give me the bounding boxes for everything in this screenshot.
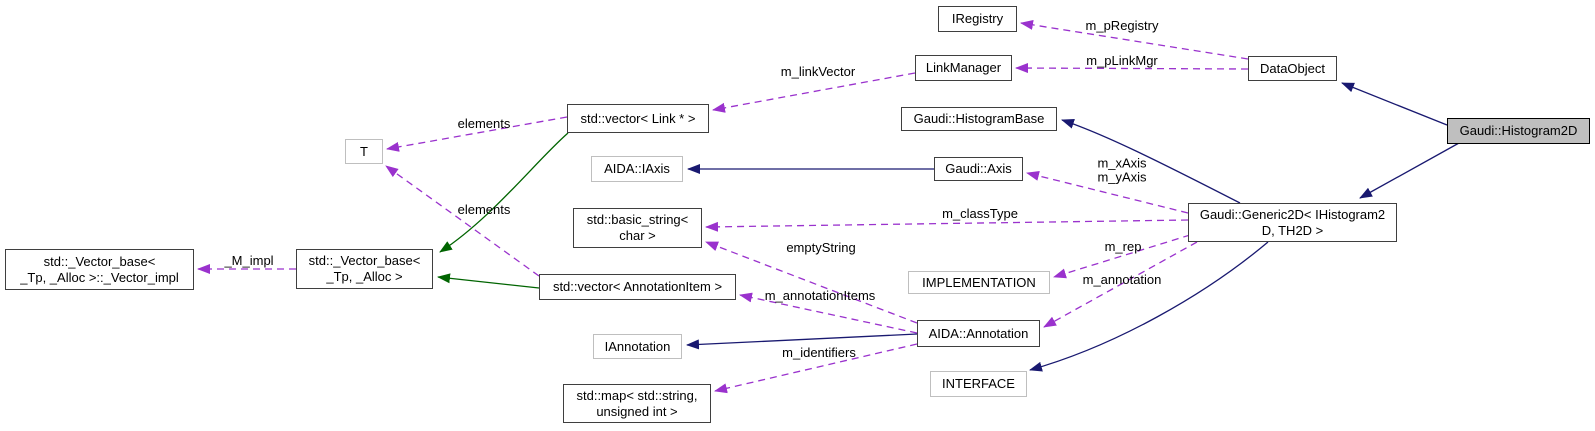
node-t[interactable]: T (345, 139, 383, 164)
node-linkmanager[interactable]: LinkManager (915, 55, 1012, 81)
edge-annotation-basicstring (705, 241, 918, 324)
node-dataobject[interactable]: DataObject (1248, 56, 1337, 81)
node-aida-iaxis[interactable]: AIDA::IAxis (591, 156, 683, 182)
edge-generic2d-implementation (1053, 234, 1191, 279)
edge-generic2d-basicstring (705, 219, 1189, 232)
edge-dataobject-linkmanager (1015, 63, 1249, 74)
node-implementation[interactable]: IMPLEMENTATION (908, 271, 1050, 294)
node-aida-annotation[interactable]: AIDA::Annotation (917, 320, 1040, 347)
edge-vectorannotation-vectorbase (437, 273, 540, 289)
node-gaudi-axis[interactable]: Gaudi::Axis (934, 157, 1023, 181)
node-interface[interactable]: INTERFACE (930, 371, 1027, 397)
edge-vectorlink-t (386, 116, 568, 152)
edge-annotation-stdmap (714, 343, 918, 394)
edge-annotation-iannotation (686, 333, 918, 350)
node-gaudi-generic2d[interactable]: Gaudi::Generic2D< IHistogram2 D, TH2D > (1188, 203, 1397, 242)
node-gaudi-histogrambase[interactable]: Gaudi::HistogramBase (901, 107, 1057, 131)
edge-annotation-vectorannotation (739, 292, 918, 334)
node-iannotation[interactable]: IAnnotation (593, 334, 682, 359)
node-std-basic-string[interactable]: std::basic_string< char > (573, 208, 702, 248)
node-std-vector-annotationitem[interactable]: std::vector< AnnotationItem > (539, 274, 736, 300)
edge-generic2d-interface (1029, 241, 1269, 372)
edge-generic2d-gaudiaxis (1026, 171, 1189, 214)
node-std-map[interactable]: std::map< std::string, unsigned int > (563, 384, 711, 423)
edge-vectorannotation-t (385, 165, 540, 277)
node-iregistry[interactable]: IRegistry (938, 6, 1017, 32)
edge-linkmanager-vectorlink (712, 72, 916, 113)
edge-histogram2d-dataobject (1341, 82, 1448, 126)
node-std-vector-base[interactable]: std::_Vector_base< _Tp, _Alloc > (296, 249, 433, 289)
edge-generic2d-annotation (1043, 241, 1198, 328)
node-std-vector-link[interactable]: std::vector< Link * > (567, 104, 709, 133)
node-gaudi-histogram2d[interactable]: Gaudi::Histogram2D (1447, 118, 1590, 144)
edge-vectorlink-vectorbase (439, 132, 569, 253)
edge-generic2d-histogrambase (1061, 119, 1241, 204)
edge-histogram2d-generic2d (1359, 142, 1460, 199)
node-std-vector-impl[interactable]: std::_Vector_base< _Tp, _Alloc >::_Vecto… (5, 249, 194, 290)
edge-dataobject-iregistry (1020, 19, 1249, 60)
